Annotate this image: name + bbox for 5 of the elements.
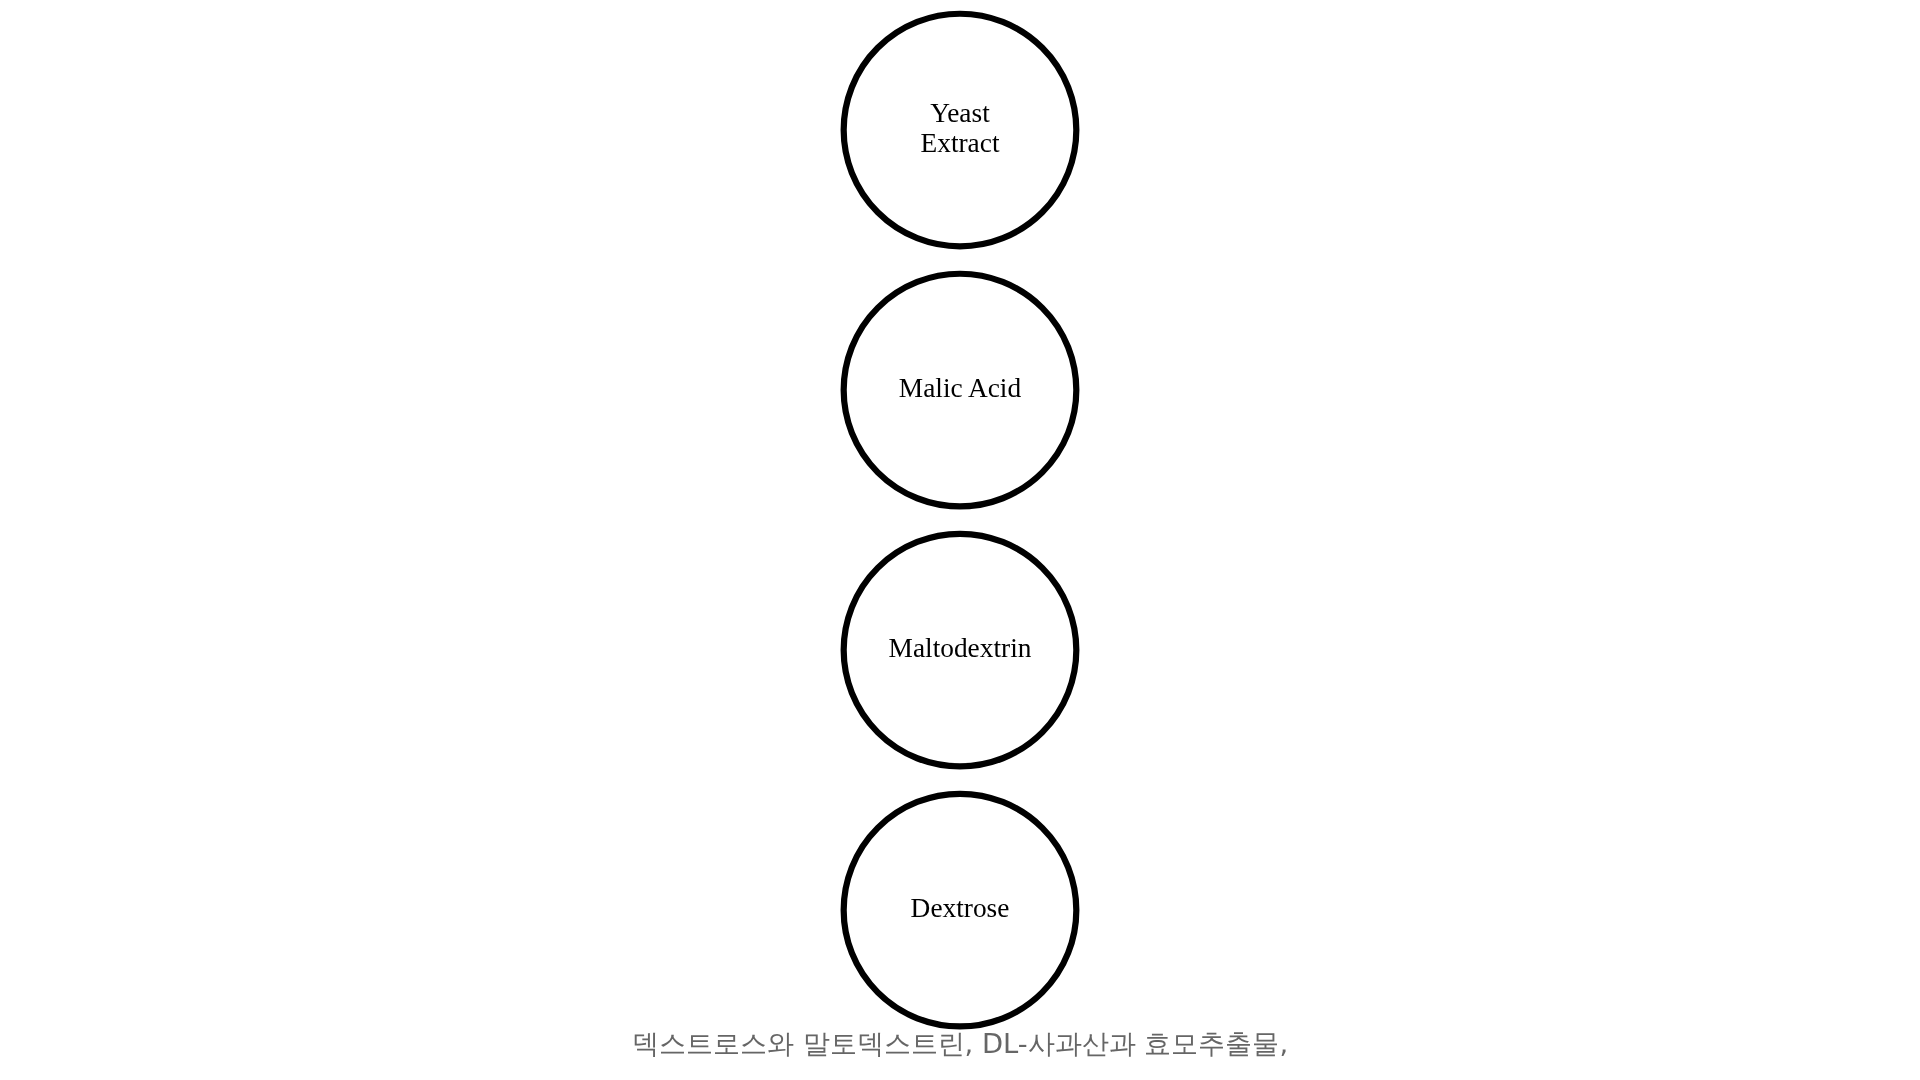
node-circle: Maltodextrin — [840, 530, 1080, 770]
node-circle: Dextrose — [840, 790, 1080, 1030]
caption: 덱스트로스와 말토덱스트린, DL-사과산과 효모추출물, — [631, 1028, 1289, 1060]
node-circle: Yeast Extract — [840, 10, 1080, 250]
node-circle: Malic Acid — [840, 270, 1080, 510]
